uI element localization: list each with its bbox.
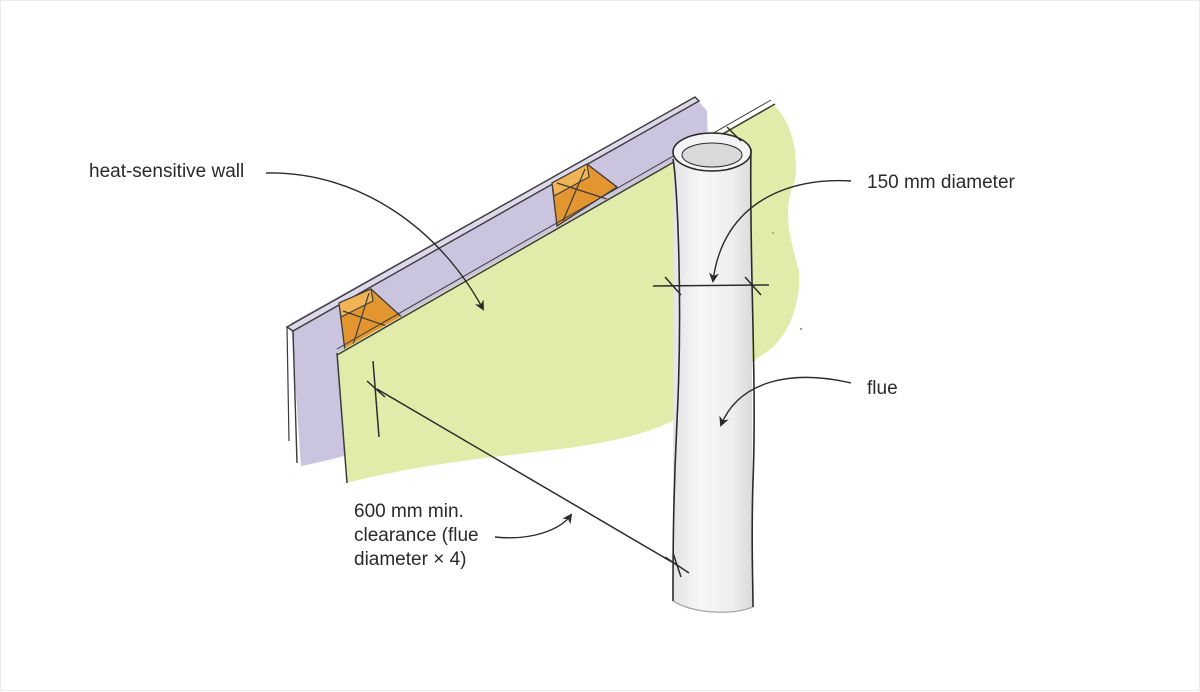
- flue-leader-arrow: [719, 376, 852, 427]
- wall-leader-arrow: [265, 172, 484, 311]
- flue-label: flue: [867, 378, 898, 399]
- diameter-dimension: [652, 276, 770, 296]
- flue-pipe: [672, 126, 755, 613]
- wall-face-left-edge: [336, 352, 348, 484]
- heat-sensitive-wall-label: heat-sensitive wall: [89, 161, 245, 182]
- stud-block-right: [551, 163, 619, 228]
- diameter-label: 150 mm diameter: [867, 172, 1015, 193]
- sketch-dot: [799, 327, 803, 331]
- clearance-leader-arrow: [494, 513, 573, 539]
- clearance-label-line-2: clearance (flue: [354, 525, 479, 546]
- wall-top-edge: [285, 96, 701, 332]
- clearance-dimension: [366, 360, 690, 578]
- diameter-leader-arrow: [709, 179, 852, 283]
- wall-back-edge-line: [292, 330, 298, 464]
- sketch-dot: [772, 232, 774, 234]
- clearance-label: 600 mm min. clearance (flue diameter × 4…: [354, 500, 479, 572]
- clearance-label-line-3: diameter × 4): [354, 549, 467, 570]
- wall-back-edge-line-2: [286, 326, 290, 442]
- clearance-label-line-1: 600 mm min.: [354, 501, 464, 522]
